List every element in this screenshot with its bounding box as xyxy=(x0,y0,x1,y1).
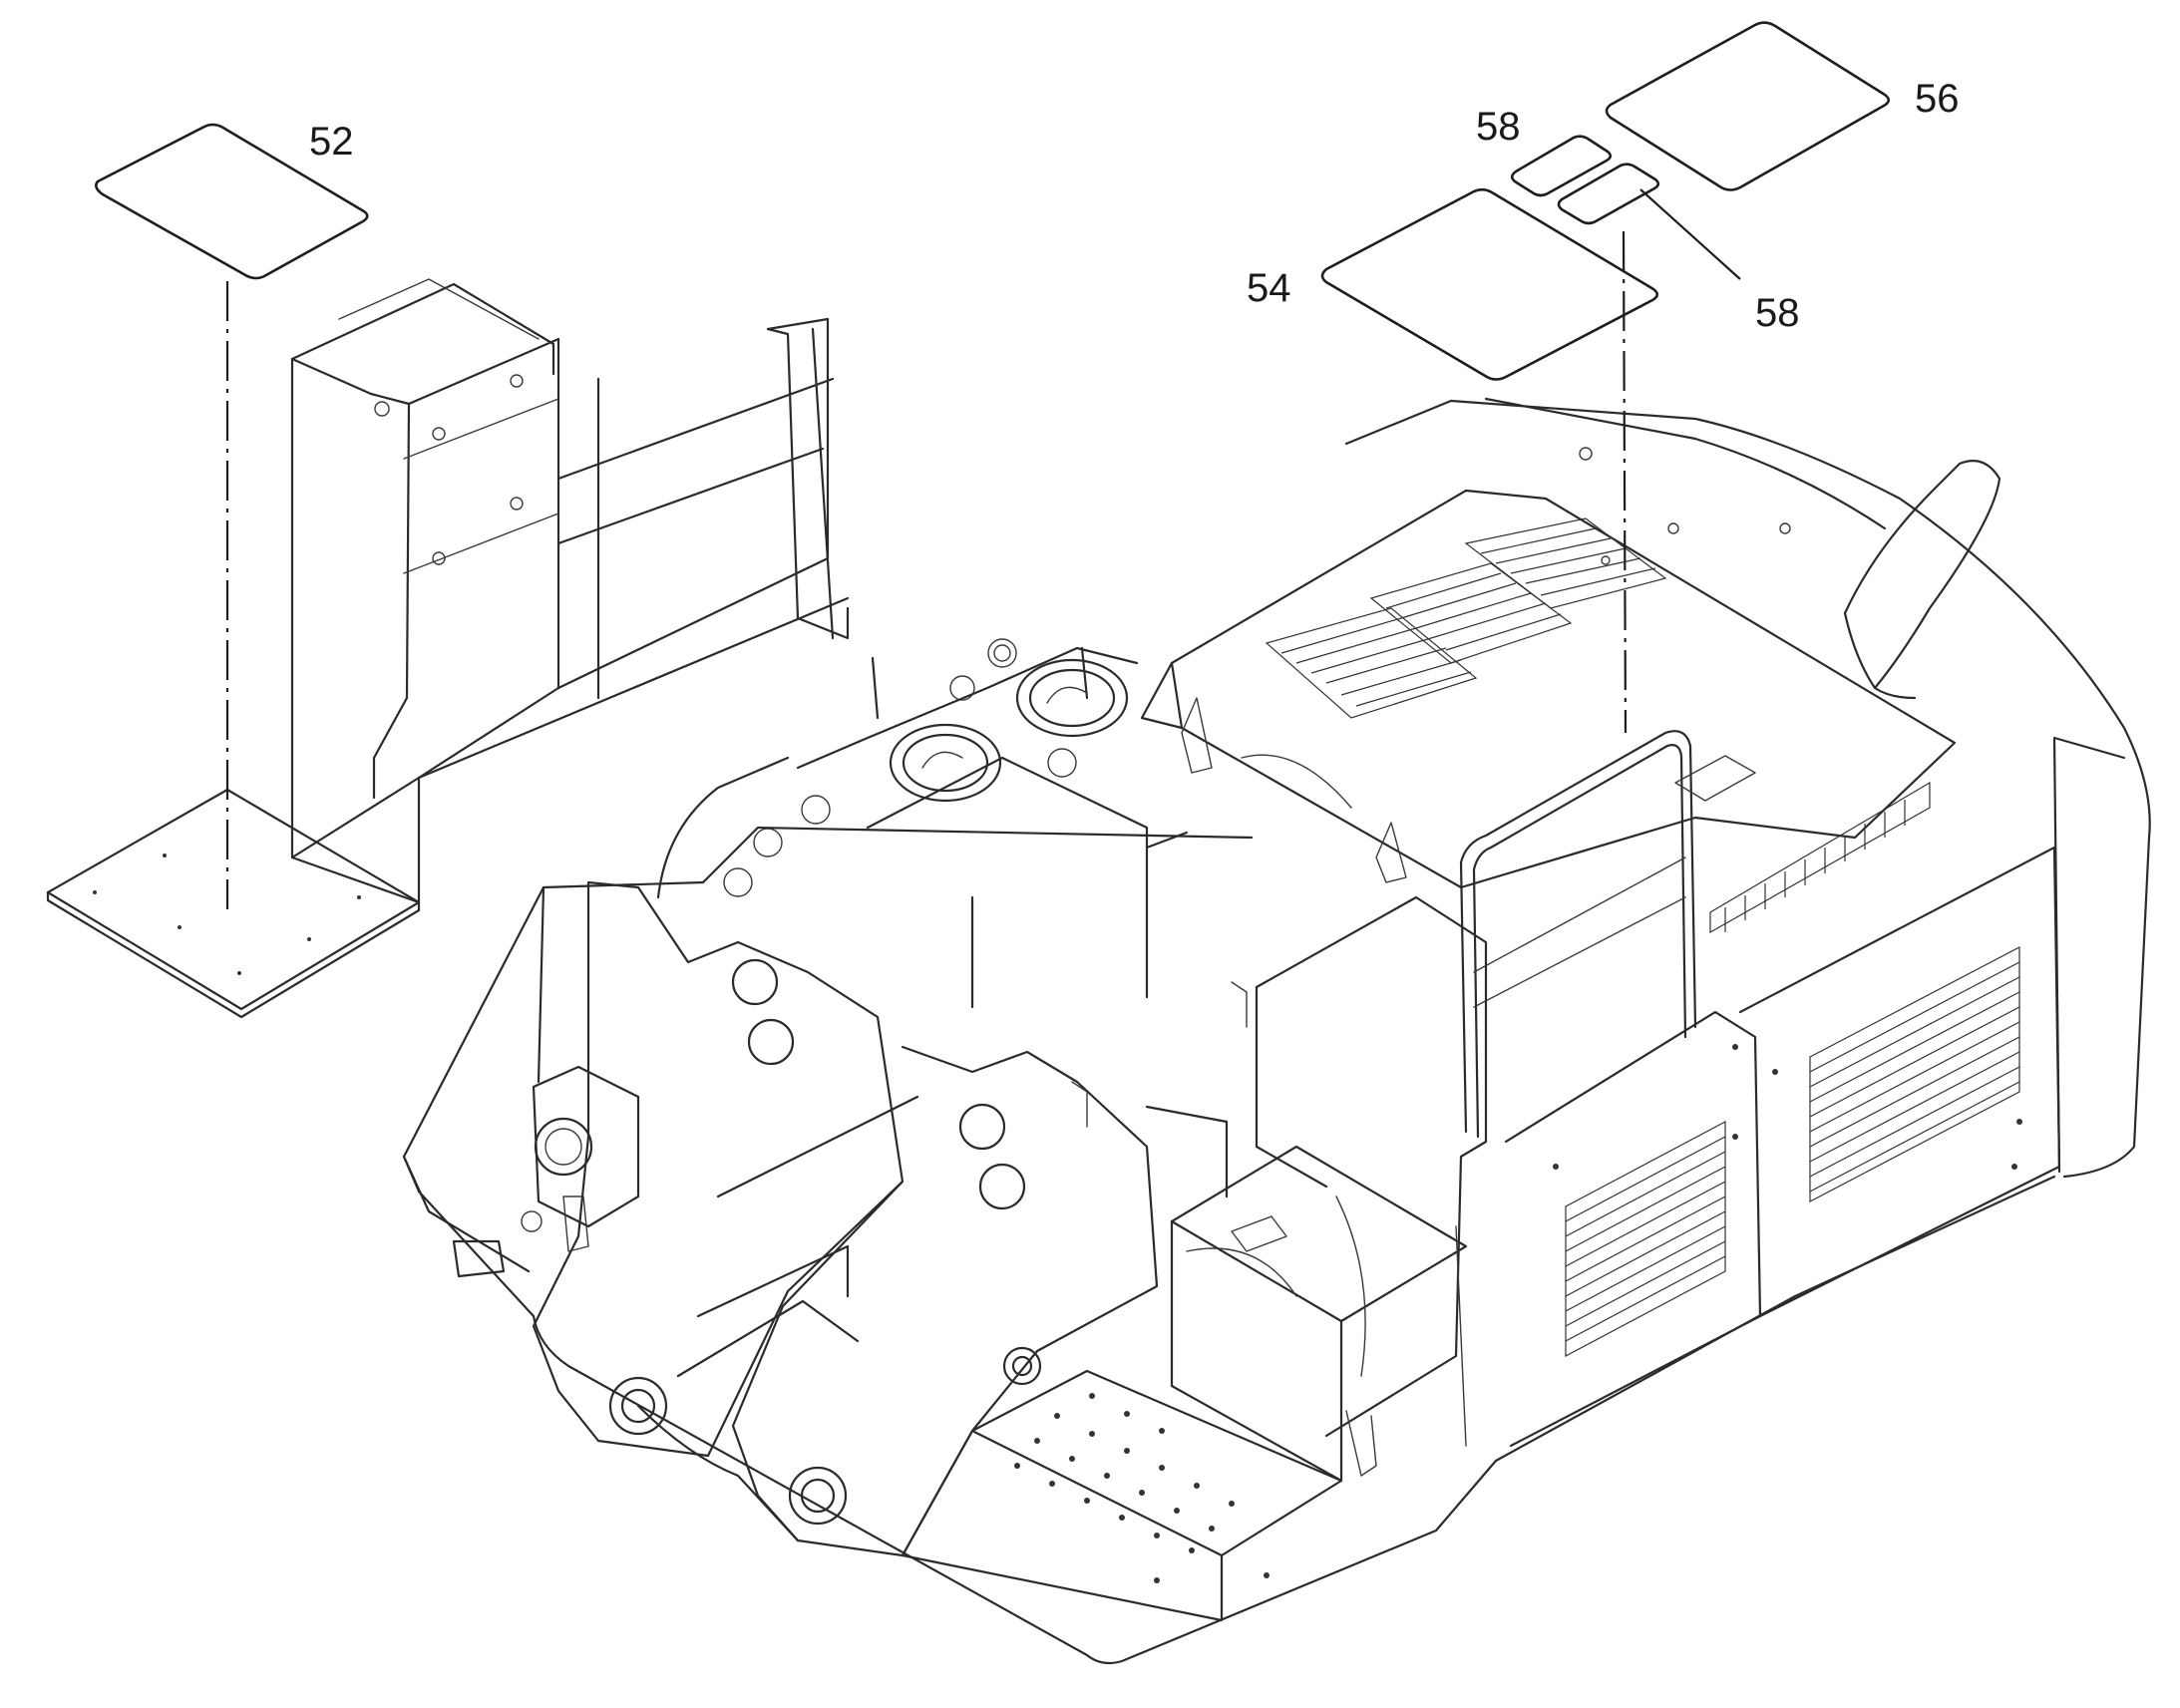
callout-labels: 52 54 56 58 58 xyxy=(309,77,1960,335)
battery-box-assembly xyxy=(46,278,850,1019)
walkway-holes xyxy=(1014,1393,1235,1553)
side-door-grille-left xyxy=(1565,1121,1726,1357)
callout-56: 56 xyxy=(1915,77,1960,121)
callout-58-upper: 58 xyxy=(1476,105,1521,149)
decal-58-upper xyxy=(1510,135,1613,197)
callout-58-lower: 58 xyxy=(1755,291,1800,335)
side-door-grille-right xyxy=(1809,946,2020,1202)
hood-grille-right xyxy=(1464,517,1667,609)
decal-54 xyxy=(1320,187,1659,381)
decal-52 xyxy=(95,123,369,909)
side-vent xyxy=(1709,781,1931,934)
upper-structure xyxy=(402,397,2151,1665)
leader-lines xyxy=(1622,188,1741,734)
decal-56 xyxy=(1605,21,1891,191)
callout-54: 54 xyxy=(1247,266,1291,310)
decal-58-lower xyxy=(1557,163,1660,225)
hood-grille-left xyxy=(1265,607,1478,719)
callout-52: 52 xyxy=(309,120,354,164)
boom-foot-bracket-left xyxy=(532,880,905,1458)
boom-foot-bracket-right xyxy=(731,1045,1159,1557)
hood-grille-mid xyxy=(1369,562,1573,664)
